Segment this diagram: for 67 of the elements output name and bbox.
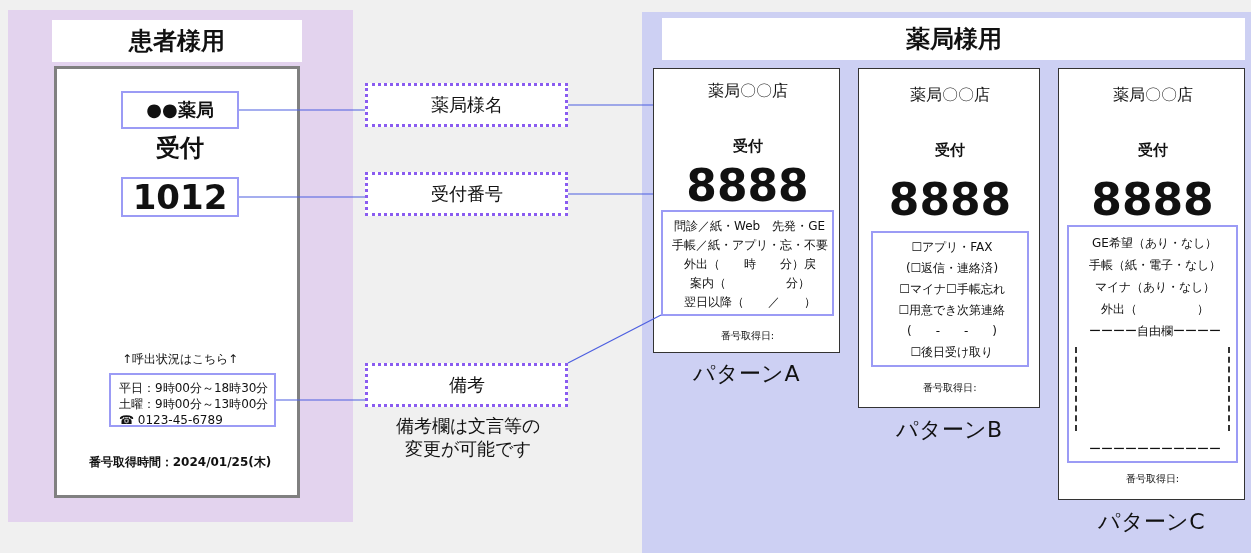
date-label: 番号取得日:: [1125, 473, 1180, 484]
hours-text: 平日：9時00分～18時30分: [119, 381, 269, 395]
callout-box: [365, 172, 568, 216]
reception-label: 受付: [1137, 141, 1168, 159]
remarks-box: [1067, 225, 1238, 463]
remarks-line: ーーーー自由欄ーーーー: [1088, 324, 1221, 338]
pattern-caption: パターンB: [895, 417, 1003, 442]
remarks-box: [661, 210, 834, 316]
reception-label: 受付: [156, 134, 204, 162]
leader-line: [567, 314, 662, 364]
pharmacy-name: 薬局〇〇店: [707, 81, 788, 100]
pattern-caption: パターンC: [1098, 509, 1205, 534]
remarks-line: マイナ（あり・なし）: [1094, 280, 1215, 294]
highlight-box: [109, 373, 276, 427]
remarks-line: ーーーーーーーーーーー: [1088, 442, 1221, 456]
remarks-line: 問診／紙・Web 先発・GE: [673, 219, 825, 233]
leader-line: [238, 196, 366, 198]
reception-number: 8888: [1091, 174, 1214, 225]
date-label: 番号取得日:: [923, 382, 977, 393]
remarks-box: [871, 231, 1029, 367]
date-label: 番号取得日:: [720, 330, 775, 341]
highlight-box: [121, 91, 239, 129]
highlight-box: [121, 177, 239, 217]
reception-number: 1012: [132, 175, 228, 219]
pharmacy-name: ●●薬局: [146, 98, 214, 122]
callout-text: 備考: [448, 373, 485, 397]
leader-line: [567, 193, 654, 195]
panel-background: [8, 10, 353, 522]
leader-line: [275, 399, 366, 401]
remarks-line: ☐マイナ☐手帳忘れ: [899, 282, 1005, 296]
ticket-card: [1058, 68, 1245, 500]
remarks-line: 翌日以降（ ／ ）: [683, 295, 816, 309]
reception-label: 受付: [732, 137, 763, 155]
remarks-line: GE希望（あり・なし）: [1092, 236, 1217, 250]
leader-line: [238, 109, 366, 111]
call-status-note: ↑呼出状況はこちら↑: [121, 352, 239, 366]
ticket-card: [858, 68, 1040, 408]
note-text: 備考欄は文言等の変更が可能です: [396, 415, 540, 460]
reception-number: 8888: [888, 174, 1012, 225]
remarks-line: 外出（ ）: [1100, 302, 1209, 316]
callout-box: [365, 83, 568, 127]
panel-heading: 患者様用: [52, 20, 302, 62]
pharmacy-name: 薬局〇〇店: [1112, 85, 1193, 104]
issue-time: 番号取得時間：2024/01/25(木): [88, 455, 272, 469]
pharmacy-name: 薬局〇〇店: [910, 85, 990, 104]
remarks-line: 手帳／紙・アプリ・忘・不要: [671, 238, 828, 252]
panel-heading: 薬局様用: [662, 18, 1245, 60]
leader-line: [567, 104, 654, 106]
callout-box: [365, 363, 568, 407]
remarks-line: (☐返信・連絡済): [905, 261, 999, 275]
callout-text: 薬局様名: [430, 93, 503, 117]
ticket-card: [54, 66, 300, 498]
callout-text: 受付番号: [430, 182, 503, 206]
remarks-line: ☐アプリ・FAX: [911, 240, 993, 254]
reception-number: 8888: [686, 160, 809, 211]
reception-label: 受付: [935, 141, 965, 159]
remarks-line: ( - - ): [907, 324, 997, 338]
pattern-caption: パターンA: [693, 361, 800, 386]
remarks-line: ☐用意でき次第連絡: [898, 303, 1006, 317]
remarks-line: ☐後日受け取り: [910, 345, 994, 359]
ticket-card: [653, 68, 840, 353]
remarks-line: 手帳（紙・電子・なし）: [1088, 258, 1221, 272]
remarks-line: 外出（ 時 分）戻: [683, 257, 816, 271]
panel-background: [642, 12, 1251, 553]
phone-number: ☎ 0123-45-6789: [119, 413, 223, 427]
hours-text: 土曜：9時00分～13時00分: [119, 397, 269, 411]
remarks-line: 案内（ 分）: [689, 276, 810, 290]
